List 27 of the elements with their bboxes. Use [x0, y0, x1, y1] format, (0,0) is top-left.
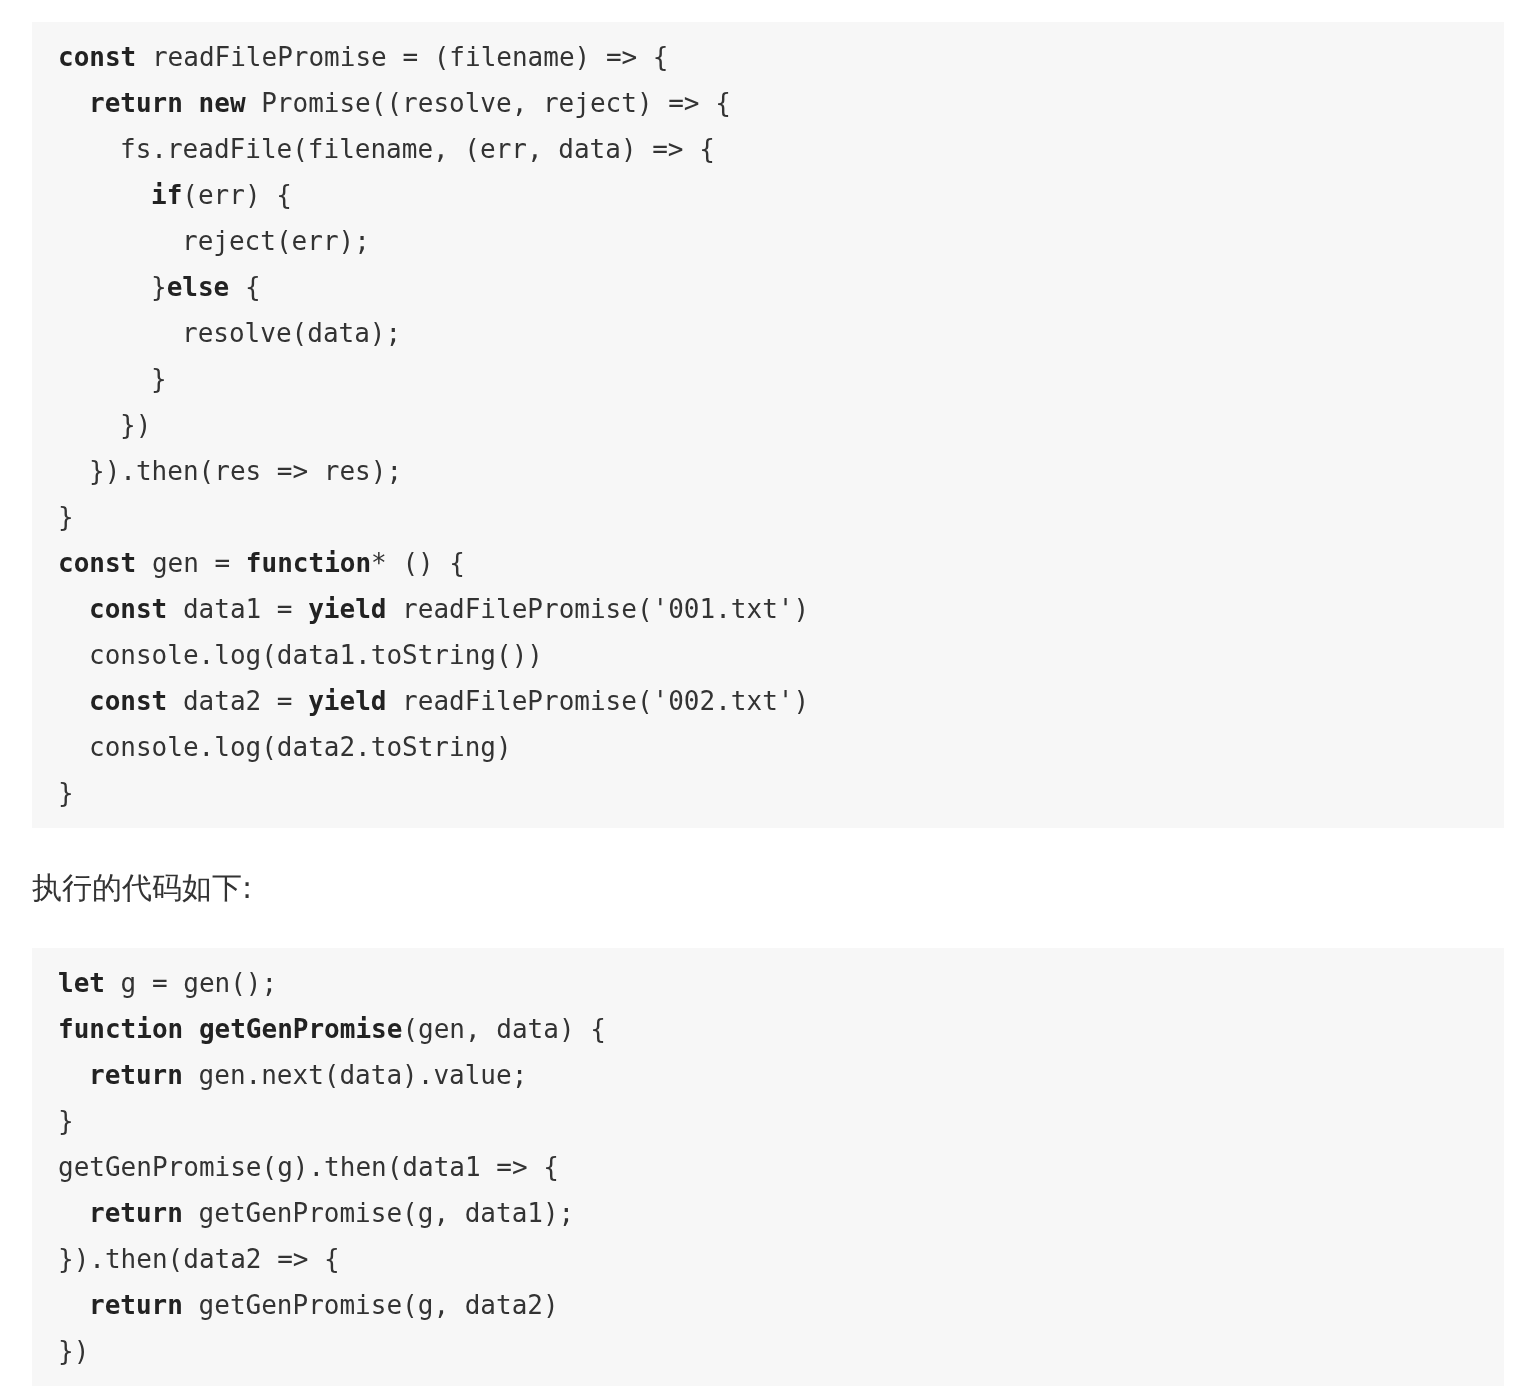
code-line: }): [58, 1335, 90, 1368]
code-line: }: [58, 1105, 74, 1138]
code-line: const gen = function* () {: [58, 547, 465, 580]
code-line: return gen.next(data).value;: [88, 1059, 528, 1092]
code-line: }: [58, 501, 74, 534]
code-line: return new Promise((resolve, reject) => {: [88, 87, 731, 120]
code-line: function getGenPromise(gen, data) {: [58, 1013, 606, 1046]
code-line: console.log(data2.toString): [88, 731, 512, 764]
code-line: let g = gen();: [58, 967, 278, 1000]
code-line: getGenPromise(g).then(data1 => {: [58, 1151, 559, 1184]
code-line: return getGenPromise(g, data2): [88, 1289, 559, 1322]
code-line: }).then(res => res);: [88, 455, 403, 488]
code-line: reject(err);: [181, 225, 370, 258]
code-line: if(err) {: [150, 179, 292, 212]
code-line: }else {: [150, 271, 261, 304]
code-line: }): [119, 409, 152, 442]
paragraph: 执行的代码如下:: [32, 869, 253, 907]
code-line: resolve(data);: [181, 317, 402, 350]
code-line: const readFilePromise = (filename) => {: [58, 41, 669, 74]
code-line: const data1 = yield readFilePromise('001.txt'): [88, 593, 810, 626]
code-line: }: [58, 777, 74, 810]
code-line: return getGenPromise(g, data1);: [88, 1197, 575, 1230]
code-line: console.log(data1.toString()): [88, 639, 543, 672]
code-line: fs.readFile(filename, (err, data) => {: [119, 133, 715, 166]
code-line: }: [150, 363, 167, 396]
code-line: const data2 = yield readFilePromise('002.txt'): [88, 685, 810, 718]
code-line: }).then(data2 => {: [58, 1243, 340, 1276]
